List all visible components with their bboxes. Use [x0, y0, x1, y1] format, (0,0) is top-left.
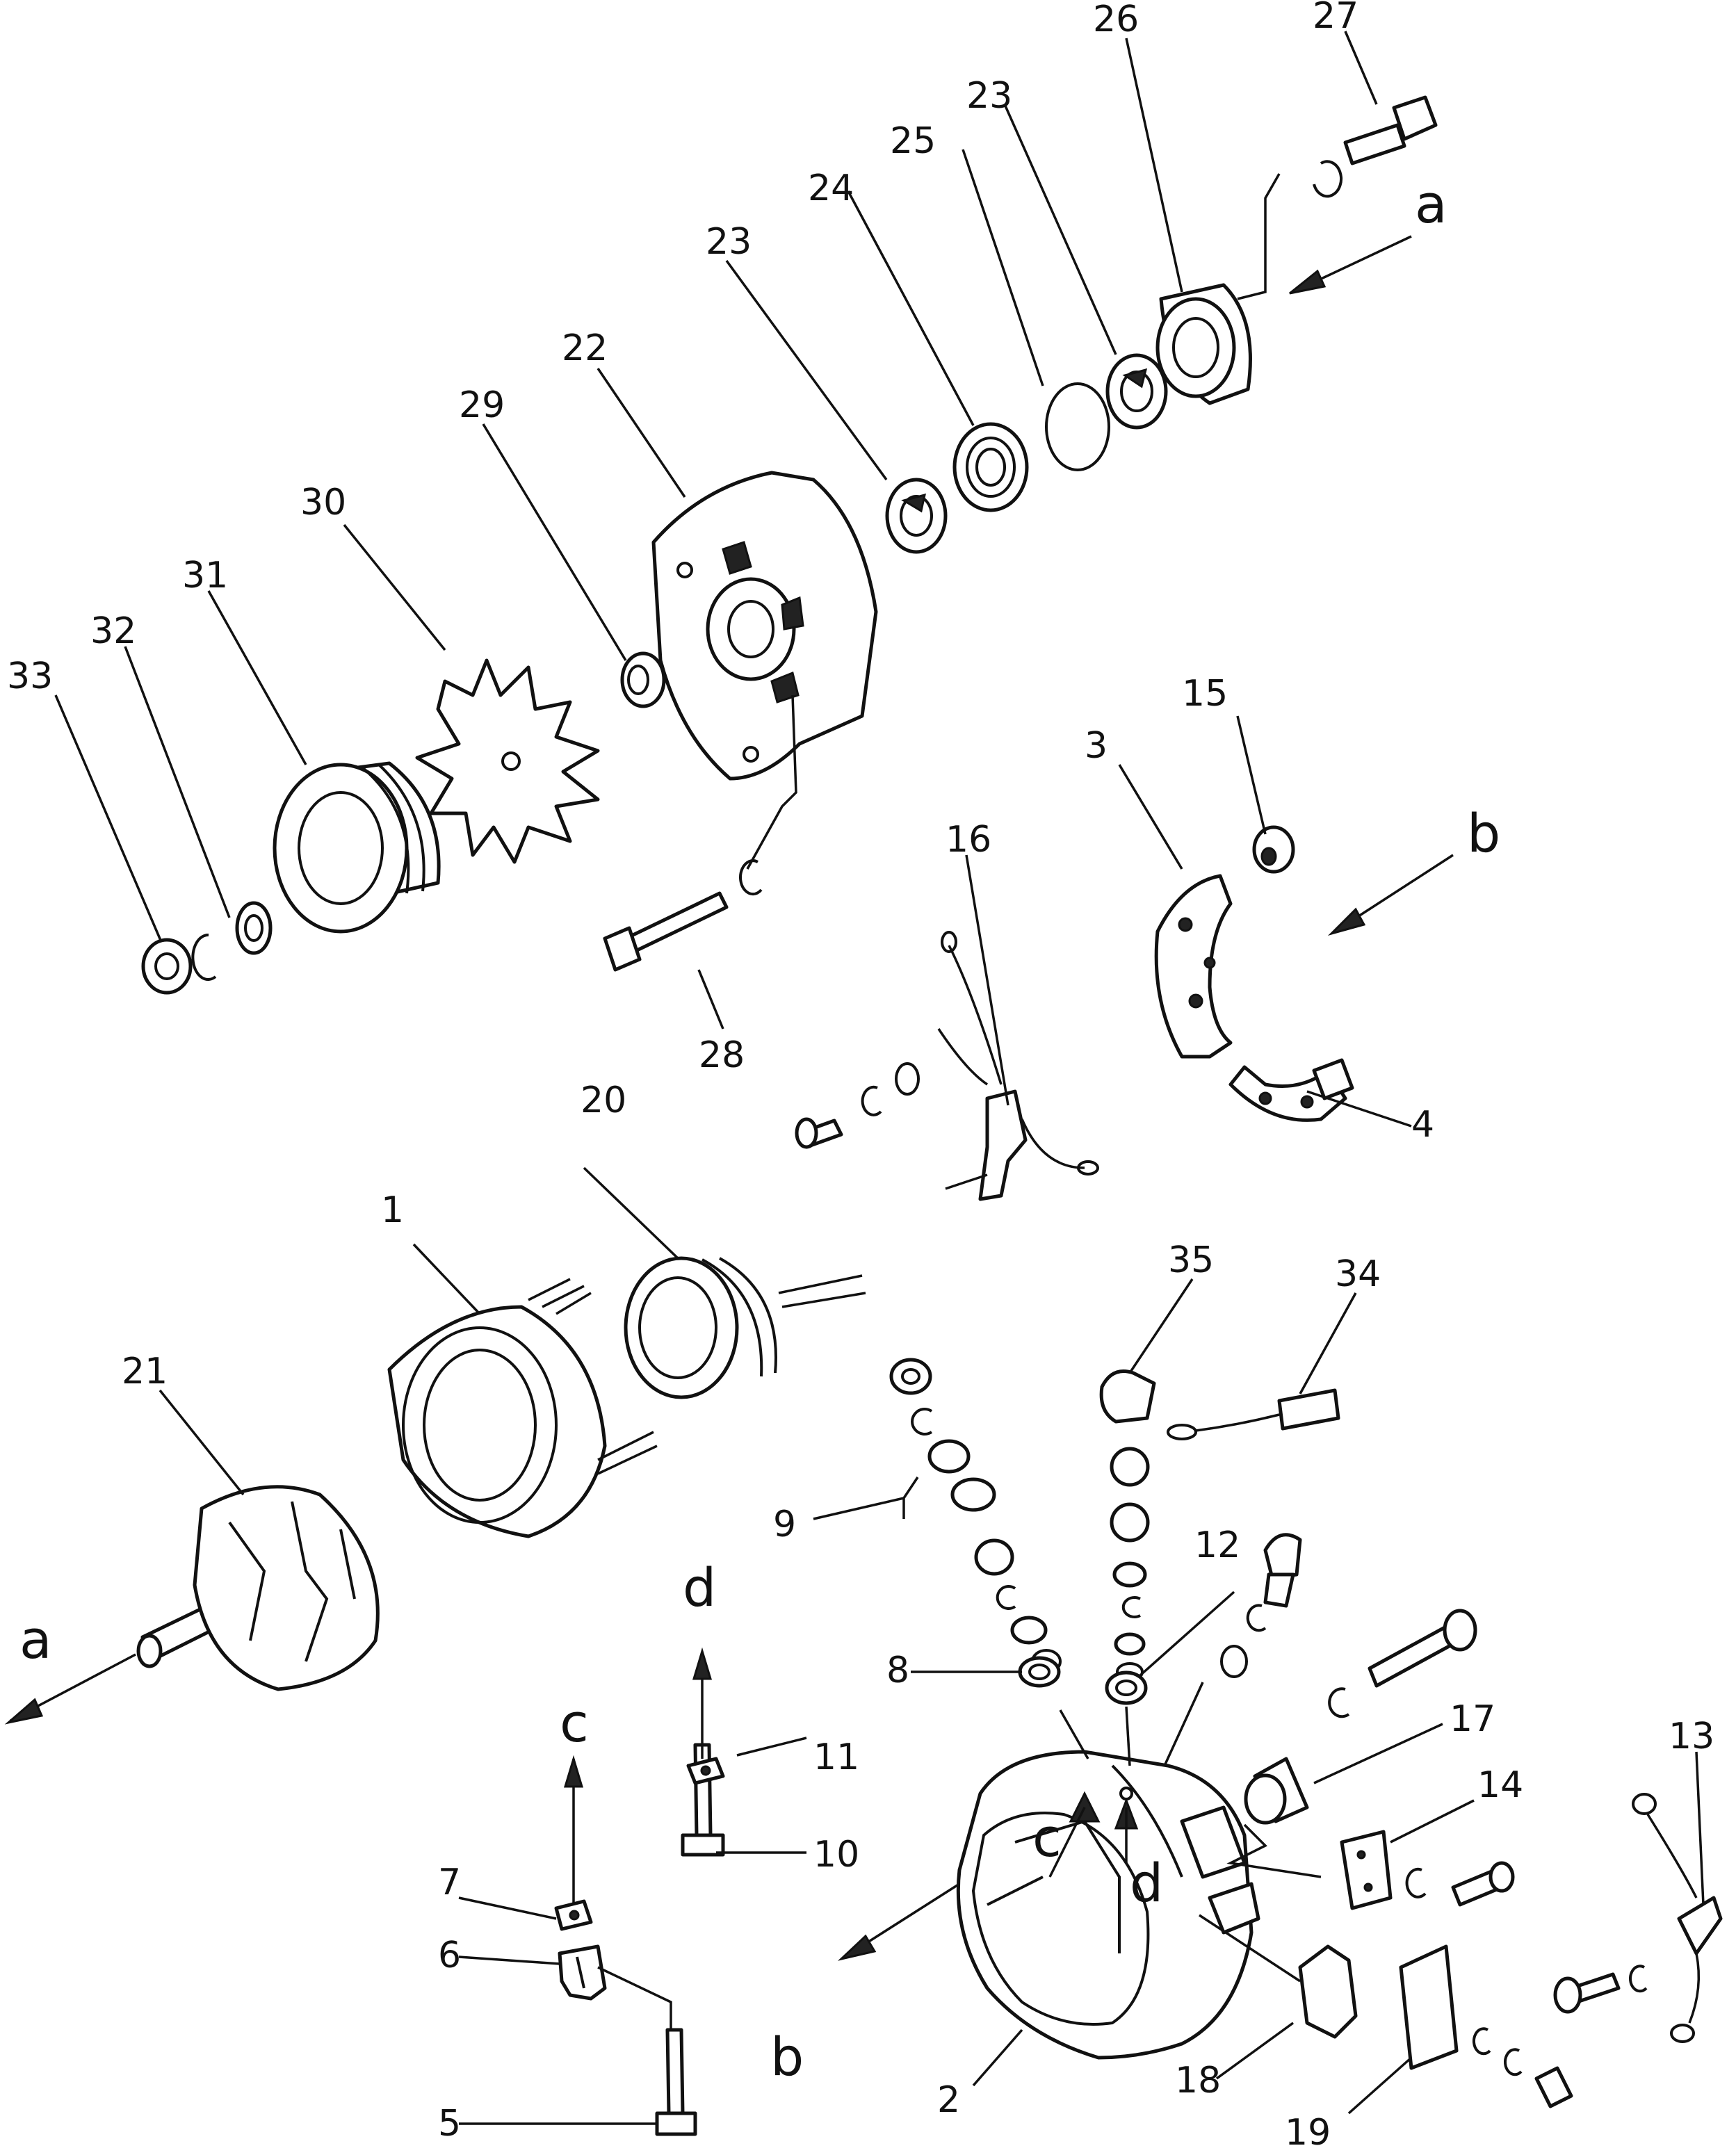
view-a-left: a — [19, 1609, 52, 1670]
screw-14-icon — [1405, 1861, 1515, 1907]
nut-33-icon — [141, 938, 193, 995]
lead-13-icon — [1553, 1793, 1723, 2043]
view-c-housing: c — [1032, 1807, 1062, 1869]
diode-plate-3-icon — [1154, 874, 1233, 1059]
callout-12: 12 — [1194, 1524, 1240, 1566]
callout-29: 29 — [459, 384, 505, 426]
view-a-top: a — [1415, 173, 1447, 235]
long-bolt-icon — [1328, 1609, 1477, 1718]
rear-housing-2-icon — [956, 1750, 1260, 2060]
callout-13: 13 — [1669, 1716, 1714, 1757]
callout-9: 9 — [773, 1504, 796, 1545]
through-bolt-28-icon — [603, 859, 763, 972]
callout-8: 8 — [886, 1650, 909, 1691]
washer-stack-9-icon — [889, 1358, 1062, 1674]
callout-23b: 23 — [966, 75, 1012, 117]
plate-18-icon — [1298, 1944, 1358, 2039]
callout-20: 20 — [581, 1080, 626, 1121]
washer-32-icon — [191, 901, 273, 981]
callout-2: 2 — [937, 2079, 960, 2121]
diode-plate-4-icon — [1228, 1058, 1354, 1122]
callout-24: 24 — [808, 168, 854, 209]
spacer-29-icon — [620, 651, 666, 708]
o-ring-25-icon — [1045, 382, 1110, 471]
stud-icon — [1220, 1533, 1302, 1678]
cap-35-icon — [1099, 1369, 1156, 1424]
front-bracket-22-icon — [651, 471, 878, 781]
bearing-cover-23b-icon — [1105, 353, 1168, 430]
callout-6: 6 — [438, 1935, 461, 1976]
callout-14: 14 — [1477, 1764, 1523, 1806]
callout-3: 3 — [1085, 725, 1108, 767]
bolt-27-icon — [1313, 95, 1438, 198]
callout-7: 7 — [438, 1862, 461, 1903]
view-b-bottom: b — [770, 2026, 804, 2088]
pulley-31-icon — [273, 761, 441, 934]
regulator-16-icon — [795, 931, 1099, 1201]
callout-34: 34 — [1335, 1253, 1381, 1295]
stator-1-icon — [387, 1278, 658, 1538]
callout-25: 25 — [890, 120, 936, 162]
callout-31: 31 — [182, 555, 228, 596]
view-d-housing: d — [1130, 1852, 1163, 1914]
retainer-26-icon — [1155, 283, 1252, 405]
callout-16: 16 — [946, 819, 991, 861]
callout-17: 17 — [1450, 1698, 1495, 1740]
bushing-12-icon — [1105, 1670, 1148, 1705]
view-c-left: c — [560, 1692, 589, 1754]
callout-21: 21 — [122, 1351, 168, 1392]
callout-18: 18 — [1175, 2060, 1221, 2101]
callout-30: 30 — [300, 482, 346, 523]
callout-11: 11 — [813, 1737, 859, 1778]
capacitor-17-icon — [1244, 1757, 1309, 1825]
nut-11-icon — [686, 1757, 725, 1785]
callout-35: 35 — [1168, 1239, 1214, 1281]
plate-14-icon — [1340, 1830, 1393, 1910]
callout-19: 19 — [1285, 2112, 1331, 2154]
bushing-8-icon — [1018, 1656, 1061, 1688]
callout-22: 22 — [562, 327, 608, 369]
callout-10: 10 — [813, 1834, 859, 1876]
bearing-24-icon — [952, 422, 1029, 512]
nut-7-icon — [554, 1899, 593, 1931]
callout-26: 26 — [1093, 0, 1139, 40]
view-arrows — [4, 235, 1454, 1961]
callout-27: 27 — [1313, 0, 1358, 37]
bearing-cover-23-icon — [885, 478, 948, 554]
callout-15: 15 — [1182, 673, 1228, 715]
leader-lines — [54, 31, 1705, 2125]
field-coil-20-icon — [624, 1256, 866, 1399]
view-letter-labels: a a b b c c d d — [19, 173, 1500, 2088]
callout-23a: 23 — [706, 221, 752, 263]
callout-5: 5 — [438, 2103, 461, 2145]
bolt-5-icon — [655, 2028, 697, 2136]
plate-19-icon — [1399, 1944, 1573, 2108]
callout-28: 28 — [699, 1034, 745, 1076]
fan-30-icon — [415, 658, 600, 864]
lead-34-icon — [1167, 1388, 1340, 1440]
rotor-21-icon — [136, 1485, 380, 1691]
callout-1: 1 — [381, 1189, 404, 1231]
view-d-left: d — [683, 1556, 716, 1618]
callout-32: 32 — [90, 610, 136, 652]
terminal-stack-icon — [1110, 1447, 1150, 1682]
callout-33: 33 — [7, 656, 53, 697]
clip-6-icon — [558, 1944, 607, 2001]
view-b-right: b — [1467, 802, 1500, 864]
callout-labels: 1 2 3 4 5 6 7 8 9 10 11 12 13 14 15 16 1… — [7, 0, 1714, 2154]
callout-4: 4 — [1411, 1104, 1434, 1146]
terminal-15-icon — [1252, 825, 1295, 874]
